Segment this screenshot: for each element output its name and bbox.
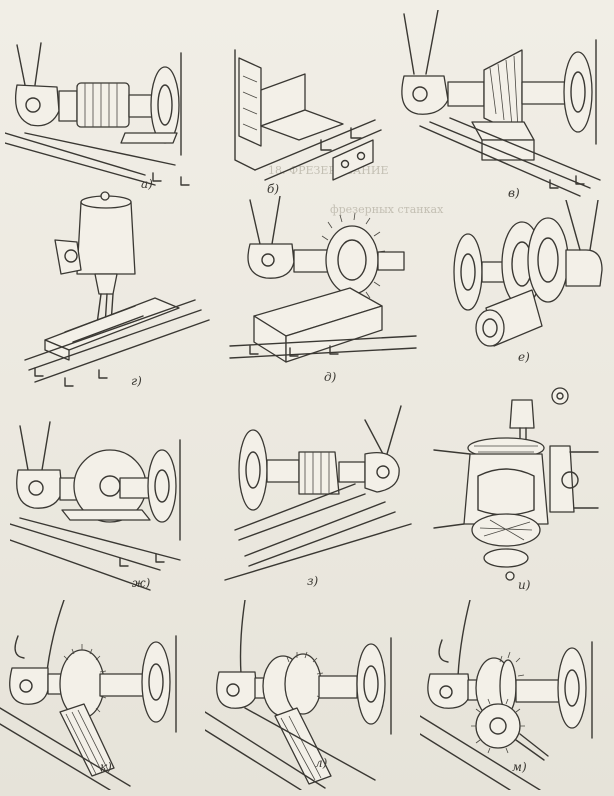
panel-d-form-milling: д)	[220, 196, 420, 392]
panel-a-cylindrical-milling: а)	[5, 25, 200, 195]
caption-zh: ж)	[132, 576, 151, 590]
caption-g: г)	[131, 374, 142, 388]
panel-m-gear-milling: м)	[420, 600, 614, 790]
caption-i: и)	[518, 578, 531, 592]
panel-v-drawing	[401, 10, 601, 197]
caption-d: д)	[324, 370, 337, 384]
caption-v: в)	[508, 186, 520, 200]
panel-zh-slitting-saw: ж)	[10, 420, 205, 600]
panel-k-gear-milling: к)	[0, 600, 205, 790]
panel-e-gang-milling: е)	[430, 200, 612, 376]
panel-l-drawing	[205, 600, 392, 790]
panel-v-angle-milling: в)	[390, 10, 612, 200]
caption-b: б)	[267, 182, 280, 196]
panel-l-helical-milling: л)	[205, 600, 420, 790]
panel-i-dividing-head: и)	[430, 380, 612, 600]
caption-m: м)	[512, 760, 527, 774]
panel-a-drawing	[5, 42, 190, 186]
panel-m-drawing	[420, 600, 593, 790]
caption-a: а)	[141, 177, 153, 191]
caption-l: л)	[315, 756, 328, 770]
panel-g-end-milling: г)	[15, 190, 215, 390]
panel-z-tslot-milling: з)	[215, 400, 420, 600]
caption-e: е)	[518, 350, 530, 364]
caption-k: к)	[100, 760, 112, 774]
panel-b-face-milling: б)	[225, 40, 385, 200]
panel-zh-drawing	[10, 421, 181, 591]
panel-g-drawing	[24, 191, 210, 387]
panel-e-drawing	[453, 200, 603, 347]
panel-d-drawing	[229, 196, 417, 363]
bleed-through-subheading: фрезерных станках	[330, 203, 444, 216]
caption-z: з)	[307, 574, 319, 588]
panel-z-drawing	[224, 405, 412, 581]
panel-k-drawing	[0, 600, 177, 790]
panel-b-drawing	[234, 49, 382, 181]
panel-i-drawing	[433, 387, 599, 581]
